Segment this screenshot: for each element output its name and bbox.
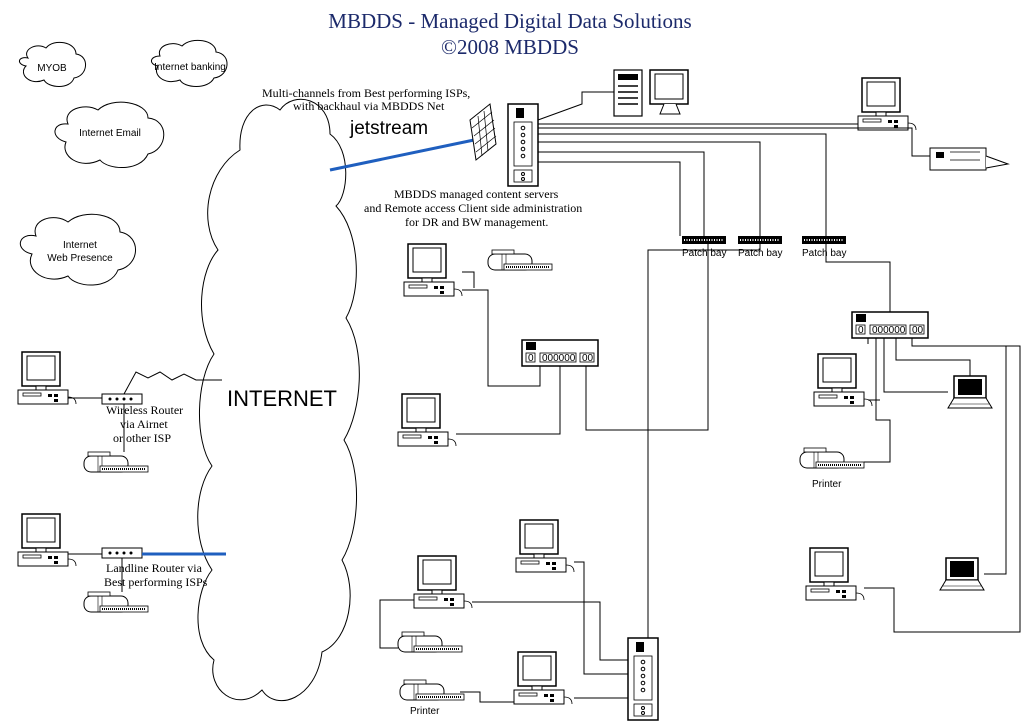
printer-bottom-label: Printer xyxy=(410,706,440,717)
cloud-myob: MYOB xyxy=(19,41,86,87)
jetstream-label: jetstream xyxy=(349,118,428,139)
patch-bay-2-icon xyxy=(737,235,783,245)
cloud-banking-label: Internet banking xyxy=(154,62,226,73)
patch-bay-1-icon xyxy=(681,235,727,245)
cloud-web-label-1: Internet xyxy=(63,240,97,251)
patch-bay-1-label: Patch bay xyxy=(682,248,726,259)
laptop-right-top-icon xyxy=(947,375,993,409)
server-icon xyxy=(613,69,643,117)
pc-landline-icon xyxy=(17,513,77,567)
printer-landline-icon xyxy=(83,591,149,613)
hub-middle-icon xyxy=(521,339,599,367)
patch-bay-3-label: Patch bay xyxy=(802,248,846,259)
hub-right-icon xyxy=(851,311,929,339)
monitor-icon xyxy=(649,69,689,115)
cloud-web-label-2: Web Presence xyxy=(47,253,113,264)
diagram-title: MBDDS - Managed Digital Data Solutions xyxy=(328,9,691,33)
landline-caption-1: Landline Router via xyxy=(106,561,203,575)
internet-label: INTERNET xyxy=(227,386,337,411)
wireless-signal xyxy=(123,371,222,395)
wireless-caption-2: via Airnet xyxy=(120,417,168,431)
wireless-caption-1: Wireless Router xyxy=(106,403,183,417)
printer-wireless-icon xyxy=(83,451,149,473)
diagram-copyright: ©2008 MBDDS xyxy=(441,35,579,59)
pc-bottom-left-icon xyxy=(413,555,473,609)
internet-cloud: INTERNET xyxy=(197,98,360,701)
wireless-caption-3: or other ISP xyxy=(113,431,171,445)
cloud-internet-email: Internet Email xyxy=(54,101,165,169)
pc-middle-top-icon xyxy=(403,243,463,297)
printer-right-icon xyxy=(799,447,865,469)
jetstream-link xyxy=(329,138,475,172)
cloud-web-presence: Internet Web Presence xyxy=(20,213,136,286)
printer-right-label: Printer xyxy=(812,479,842,490)
pc-right-middle-icon xyxy=(813,353,873,407)
landline-caption-2: Best performing ISPs xyxy=(104,575,208,589)
isp-caption-2: with backhaul via MBDDS Net xyxy=(293,99,445,113)
pc-wireless-icon xyxy=(17,351,77,405)
pc-top-right-icon xyxy=(857,77,917,131)
switch-bottom-icon xyxy=(627,637,659,721)
printer-middle-icon xyxy=(487,249,553,271)
patch-bay-2-label: Patch bay xyxy=(738,248,782,259)
pc-right-bottom-icon xyxy=(805,547,865,601)
pc-middle-bottom-icon xyxy=(397,393,457,447)
pc-bottom-top-icon xyxy=(515,519,575,573)
servers-caption-2: and Remote access Client side administra… xyxy=(364,201,582,215)
cloud-myob-label: MYOB xyxy=(37,63,67,74)
firewall-icon xyxy=(469,103,497,161)
printer-bottom-icon xyxy=(399,679,465,701)
cloud-internet-banking: Internet banking xyxy=(151,39,228,87)
printer-bottom-top-icon xyxy=(397,631,463,653)
pc-bottom-right-icon xyxy=(513,651,573,705)
laptop-right-bottom-icon xyxy=(939,557,985,591)
core-switch-icon xyxy=(507,103,539,187)
isp-caption-1: Multi-channels from Best performing ISPs… xyxy=(262,86,470,100)
cloud-email-label: Internet Email xyxy=(79,128,141,139)
fax-icon xyxy=(929,147,1010,171)
landline-router-icon xyxy=(101,547,143,559)
servers-caption-3: for DR and BW management. xyxy=(405,215,548,229)
servers-caption-1: MBDDS managed content servers xyxy=(394,187,559,201)
patch-bay-3-icon xyxy=(801,235,847,245)
